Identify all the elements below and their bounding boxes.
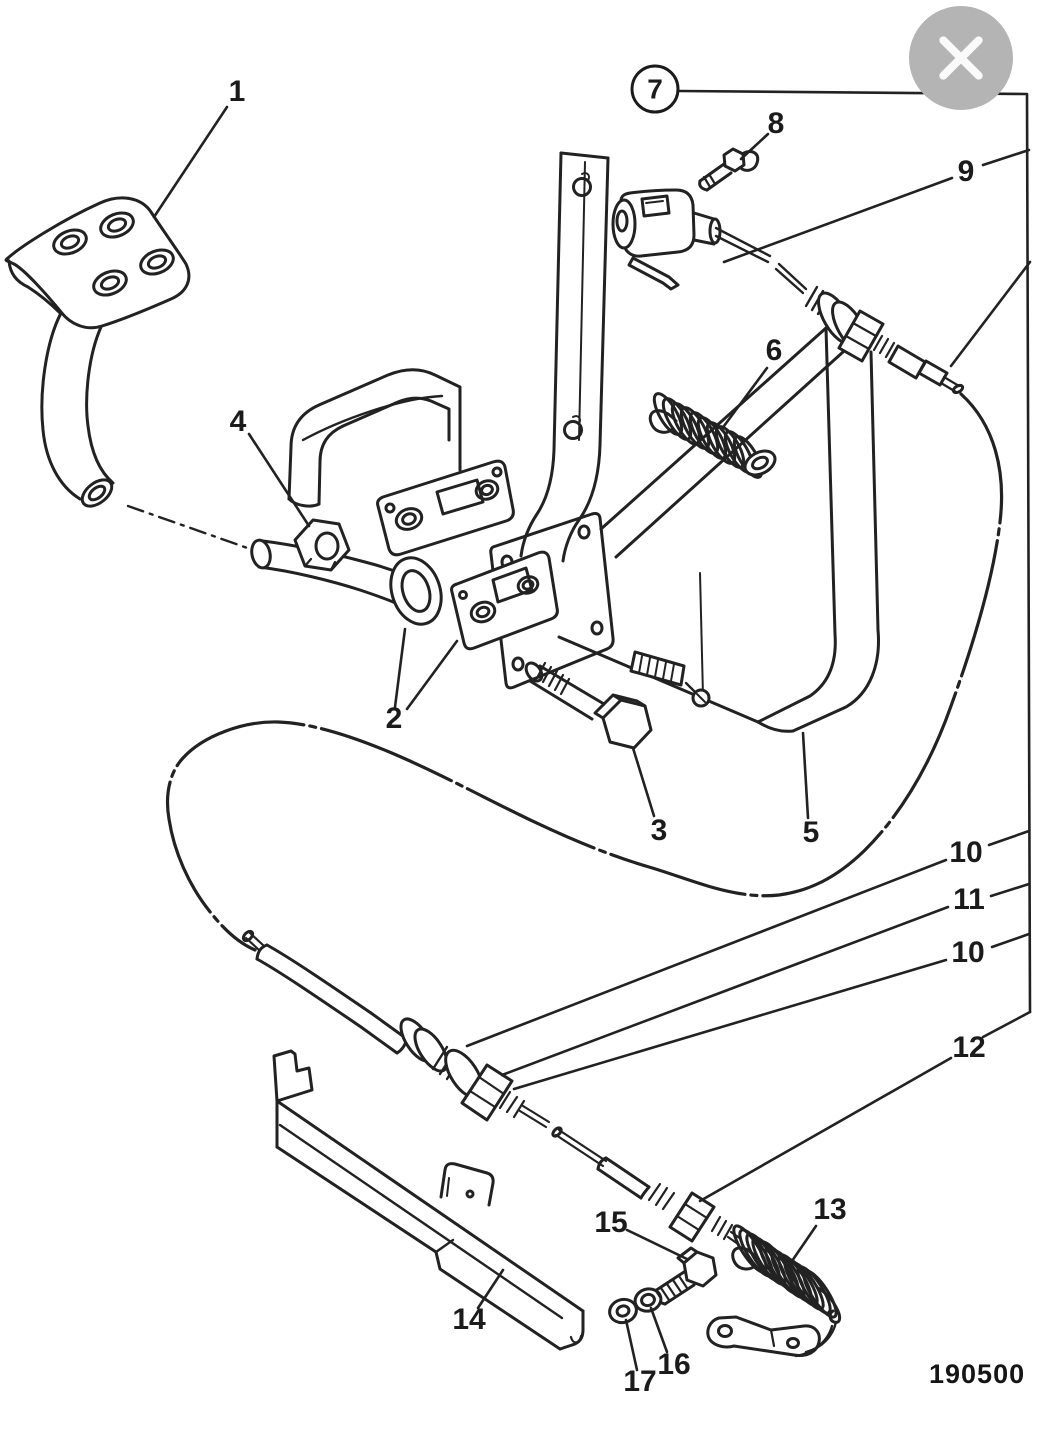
pivot-bolt [524, 661, 653, 750]
cable-adjuster [804, 285, 965, 395]
lever-bolt [653, 1246, 718, 1306]
inner-cable-rod [714, 226, 808, 295]
spacer-block-front [376, 459, 515, 557]
pedal-arm [40, 311, 258, 553]
cable-sheath [165, 392, 1004, 952]
return-spring [648, 392, 777, 479]
flat-washer [608, 1297, 638, 1325]
clevis-pin [627, 256, 680, 291]
hanger-strap [519, 151, 610, 563]
lower-cable [241, 929, 743, 1246]
close-icon [939, 36, 983, 80]
leader-lines [152, 89, 1032, 1372]
spacer-block-rear [450, 550, 559, 651]
pivot-tube [250, 538, 443, 626]
throttle-spring [731, 1224, 842, 1324]
cable-clevis [611, 188, 722, 258]
pivot-nut [293, 518, 351, 572]
abutment-bracket [272, 1049, 585, 1351]
cable-bracket [557, 326, 880, 733]
throttle-lever [706, 1315, 838, 1358]
close-button[interactable] [909, 6, 1013, 110]
clevis-bolt [698, 147, 760, 192]
pedal-pad [4, 196, 191, 330]
drawing-number: 190500 [929, 1359, 1026, 1389]
diagram-art [4, 89, 1032, 1372]
